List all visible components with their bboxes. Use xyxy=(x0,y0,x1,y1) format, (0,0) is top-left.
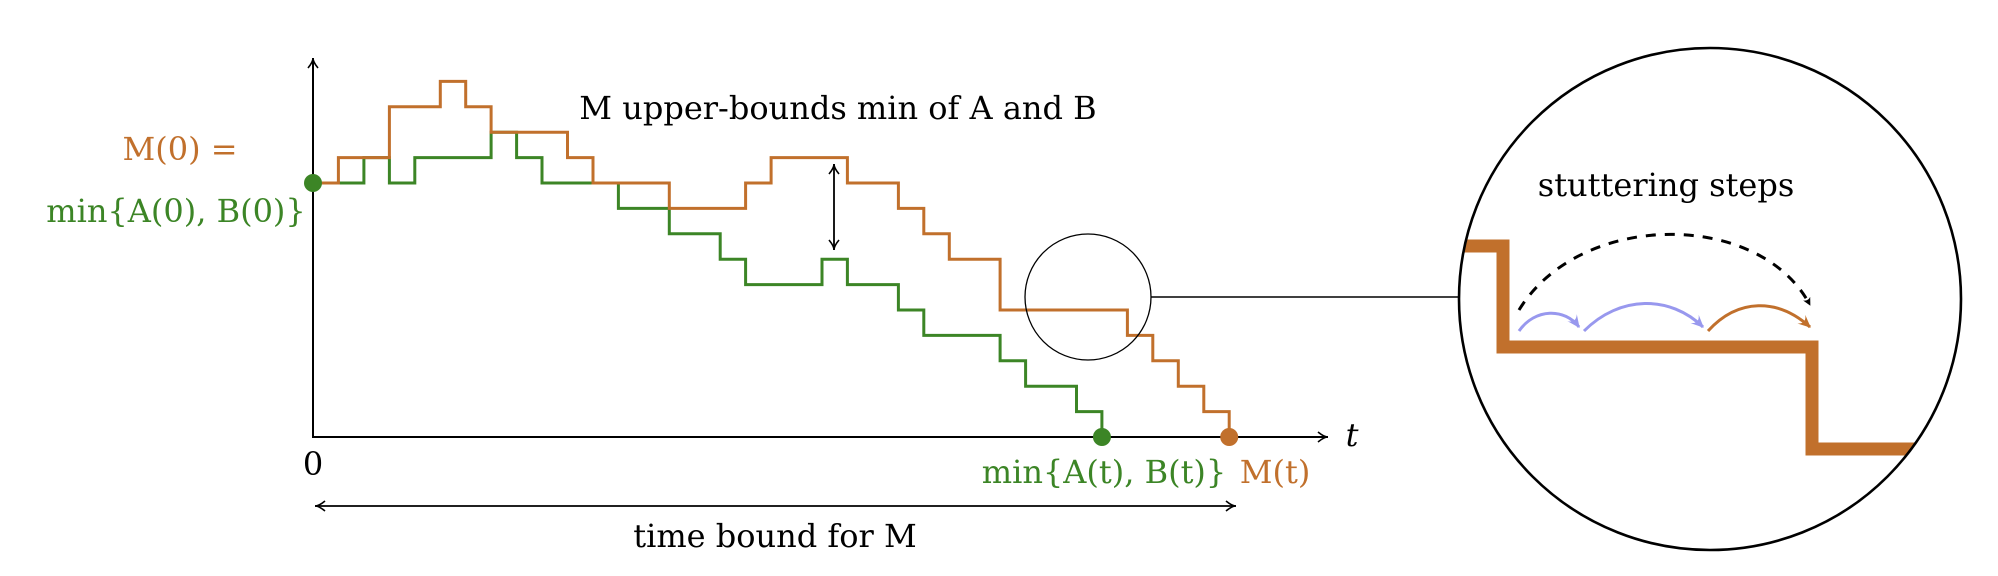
min-ab0-label: min{A(0), B(0)} xyxy=(46,192,306,230)
stutter-step-arrow-2 xyxy=(1582,302,1705,333)
m0-label: M(0) = xyxy=(122,130,237,168)
zoomed-m-step xyxy=(1459,239,1961,456)
magnified-circle xyxy=(1457,46,1963,552)
m-curve xyxy=(313,79,1231,437)
t-axis-label: t xyxy=(1346,416,1359,454)
mt-label: M(t) xyxy=(1240,453,1311,491)
origin-label: 0 xyxy=(303,445,323,483)
title-label: M upper-bounds min of A and B xyxy=(579,89,1096,127)
magnified-view xyxy=(1457,46,1963,552)
stutter-step-arrow-1 xyxy=(1517,311,1581,332)
min-end-point-dot xyxy=(1092,428,1111,446)
zoom-lens xyxy=(1024,233,1152,361)
start-point-dot xyxy=(304,174,322,192)
real-step-arrow xyxy=(1706,304,1812,333)
min-a-b-curve xyxy=(313,130,1104,437)
time-bound-label: time bound for M xyxy=(633,517,917,555)
dashed-skip-arrow xyxy=(1517,232,1812,311)
m-end-point-dot xyxy=(1220,428,1239,446)
min-abt-label: min{A(t), B(t)} xyxy=(982,453,1227,491)
stuttering-steps-label: stuttering steps xyxy=(1538,166,1794,204)
